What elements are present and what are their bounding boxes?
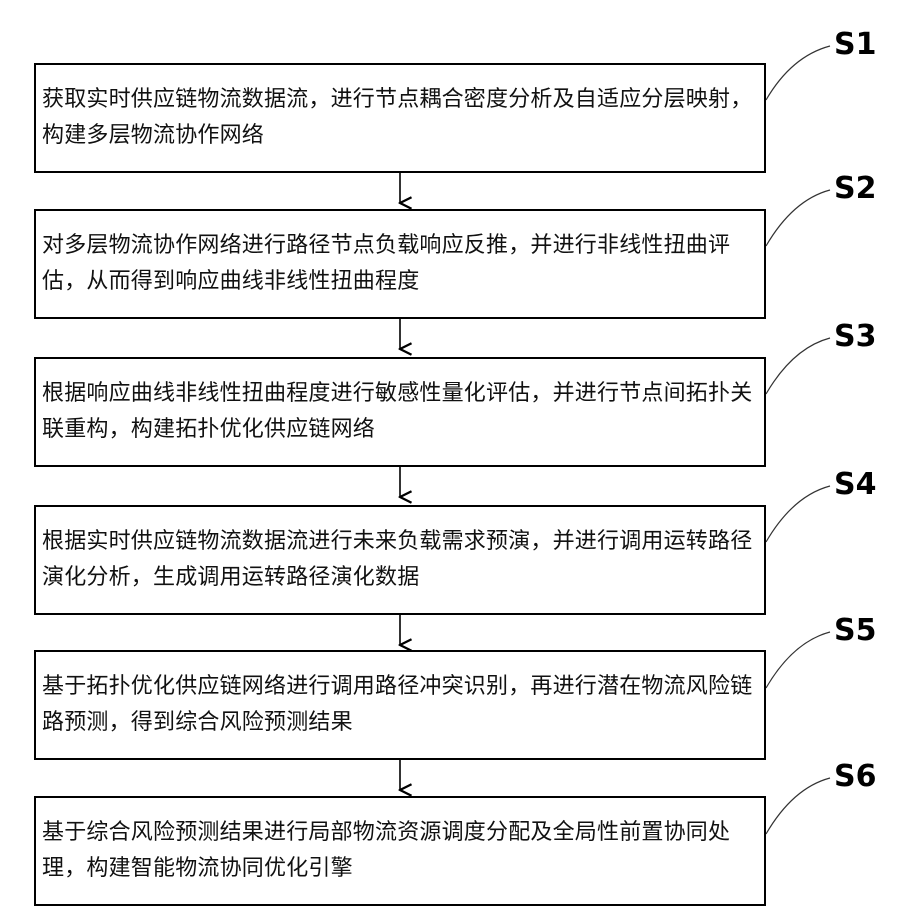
step-box-s2: 对多层物流协作网络进行路径节点负载响应反推，并进行非线性扭曲评估，从而得到响应曲… <box>34 209 766 319</box>
leader-line-s2 <box>766 190 830 246</box>
step-label-s2: S2 <box>834 174 876 204</box>
step-text-s1: 获取实时供应链物流数据流，进行节点耦合密度分析及自适应分层映射，构建多层物流协作… <box>42 82 756 154</box>
step-box-s3: 根据响应曲线非线性扭曲程度进行敏感性量化评估，并进行节点间拓扑关联重构，构建拓扑… <box>34 357 766 467</box>
leader-line-s3 <box>766 338 830 394</box>
step-label-s6: S6 <box>834 762 876 792</box>
step-box-s1: 获取实时供应链物流数据流，进行节点耦合密度分析及自适应分层映射，构建多层物流协作… <box>34 63 766 173</box>
step-box-s5: 基于拓扑优化供应链网络进行调用路径冲突识别，再进行潜在物流风险链路预测，得到综合… <box>34 650 766 760</box>
step-box-s4: 根据实时供应链物流数据流进行未来负载需求预演，并进行调用运转路径演化分析，生成调… <box>34 505 766 615</box>
leader-line-s6 <box>766 778 830 834</box>
step-text-s3: 根据响应曲线非线性扭曲程度进行敏感性量化评估，并进行节点间拓扑关联重构，构建拓扑… <box>42 376 756 448</box>
step-text-s6: 基于综合风险预测结果进行局部物流资源调度分配及全局性前置协同处理，构建智能物流协… <box>42 815 756 887</box>
step-label-s1: S1 <box>834 30 876 60</box>
leader-line-s1 <box>766 46 830 100</box>
step-label-s4: S4 <box>834 470 876 500</box>
step-text-s4: 根据实时供应链物流数据流进行未来负载需求预演，并进行调用运转路径演化分析，生成调… <box>42 524 756 596</box>
step-label-s3: S3 <box>834 322 876 352</box>
leader-line-s5 <box>766 632 830 688</box>
step-box-s6: 基于综合风险预测结果进行局部物流资源调度分配及全局性前置协同处理，构建智能物流协… <box>34 796 766 906</box>
leader-line-s4 <box>766 486 830 542</box>
step-text-s5: 基于拓扑优化供应链网络进行调用路径冲突识别，再进行潜在物流风险链路预测，得到综合… <box>42 669 756 741</box>
step-label-s5: S5 <box>834 616 876 646</box>
step-text-s2: 对多层物流协作网络进行路径节点负载响应反推，并进行非线性扭曲评估，从而得到响应曲… <box>42 228 756 300</box>
